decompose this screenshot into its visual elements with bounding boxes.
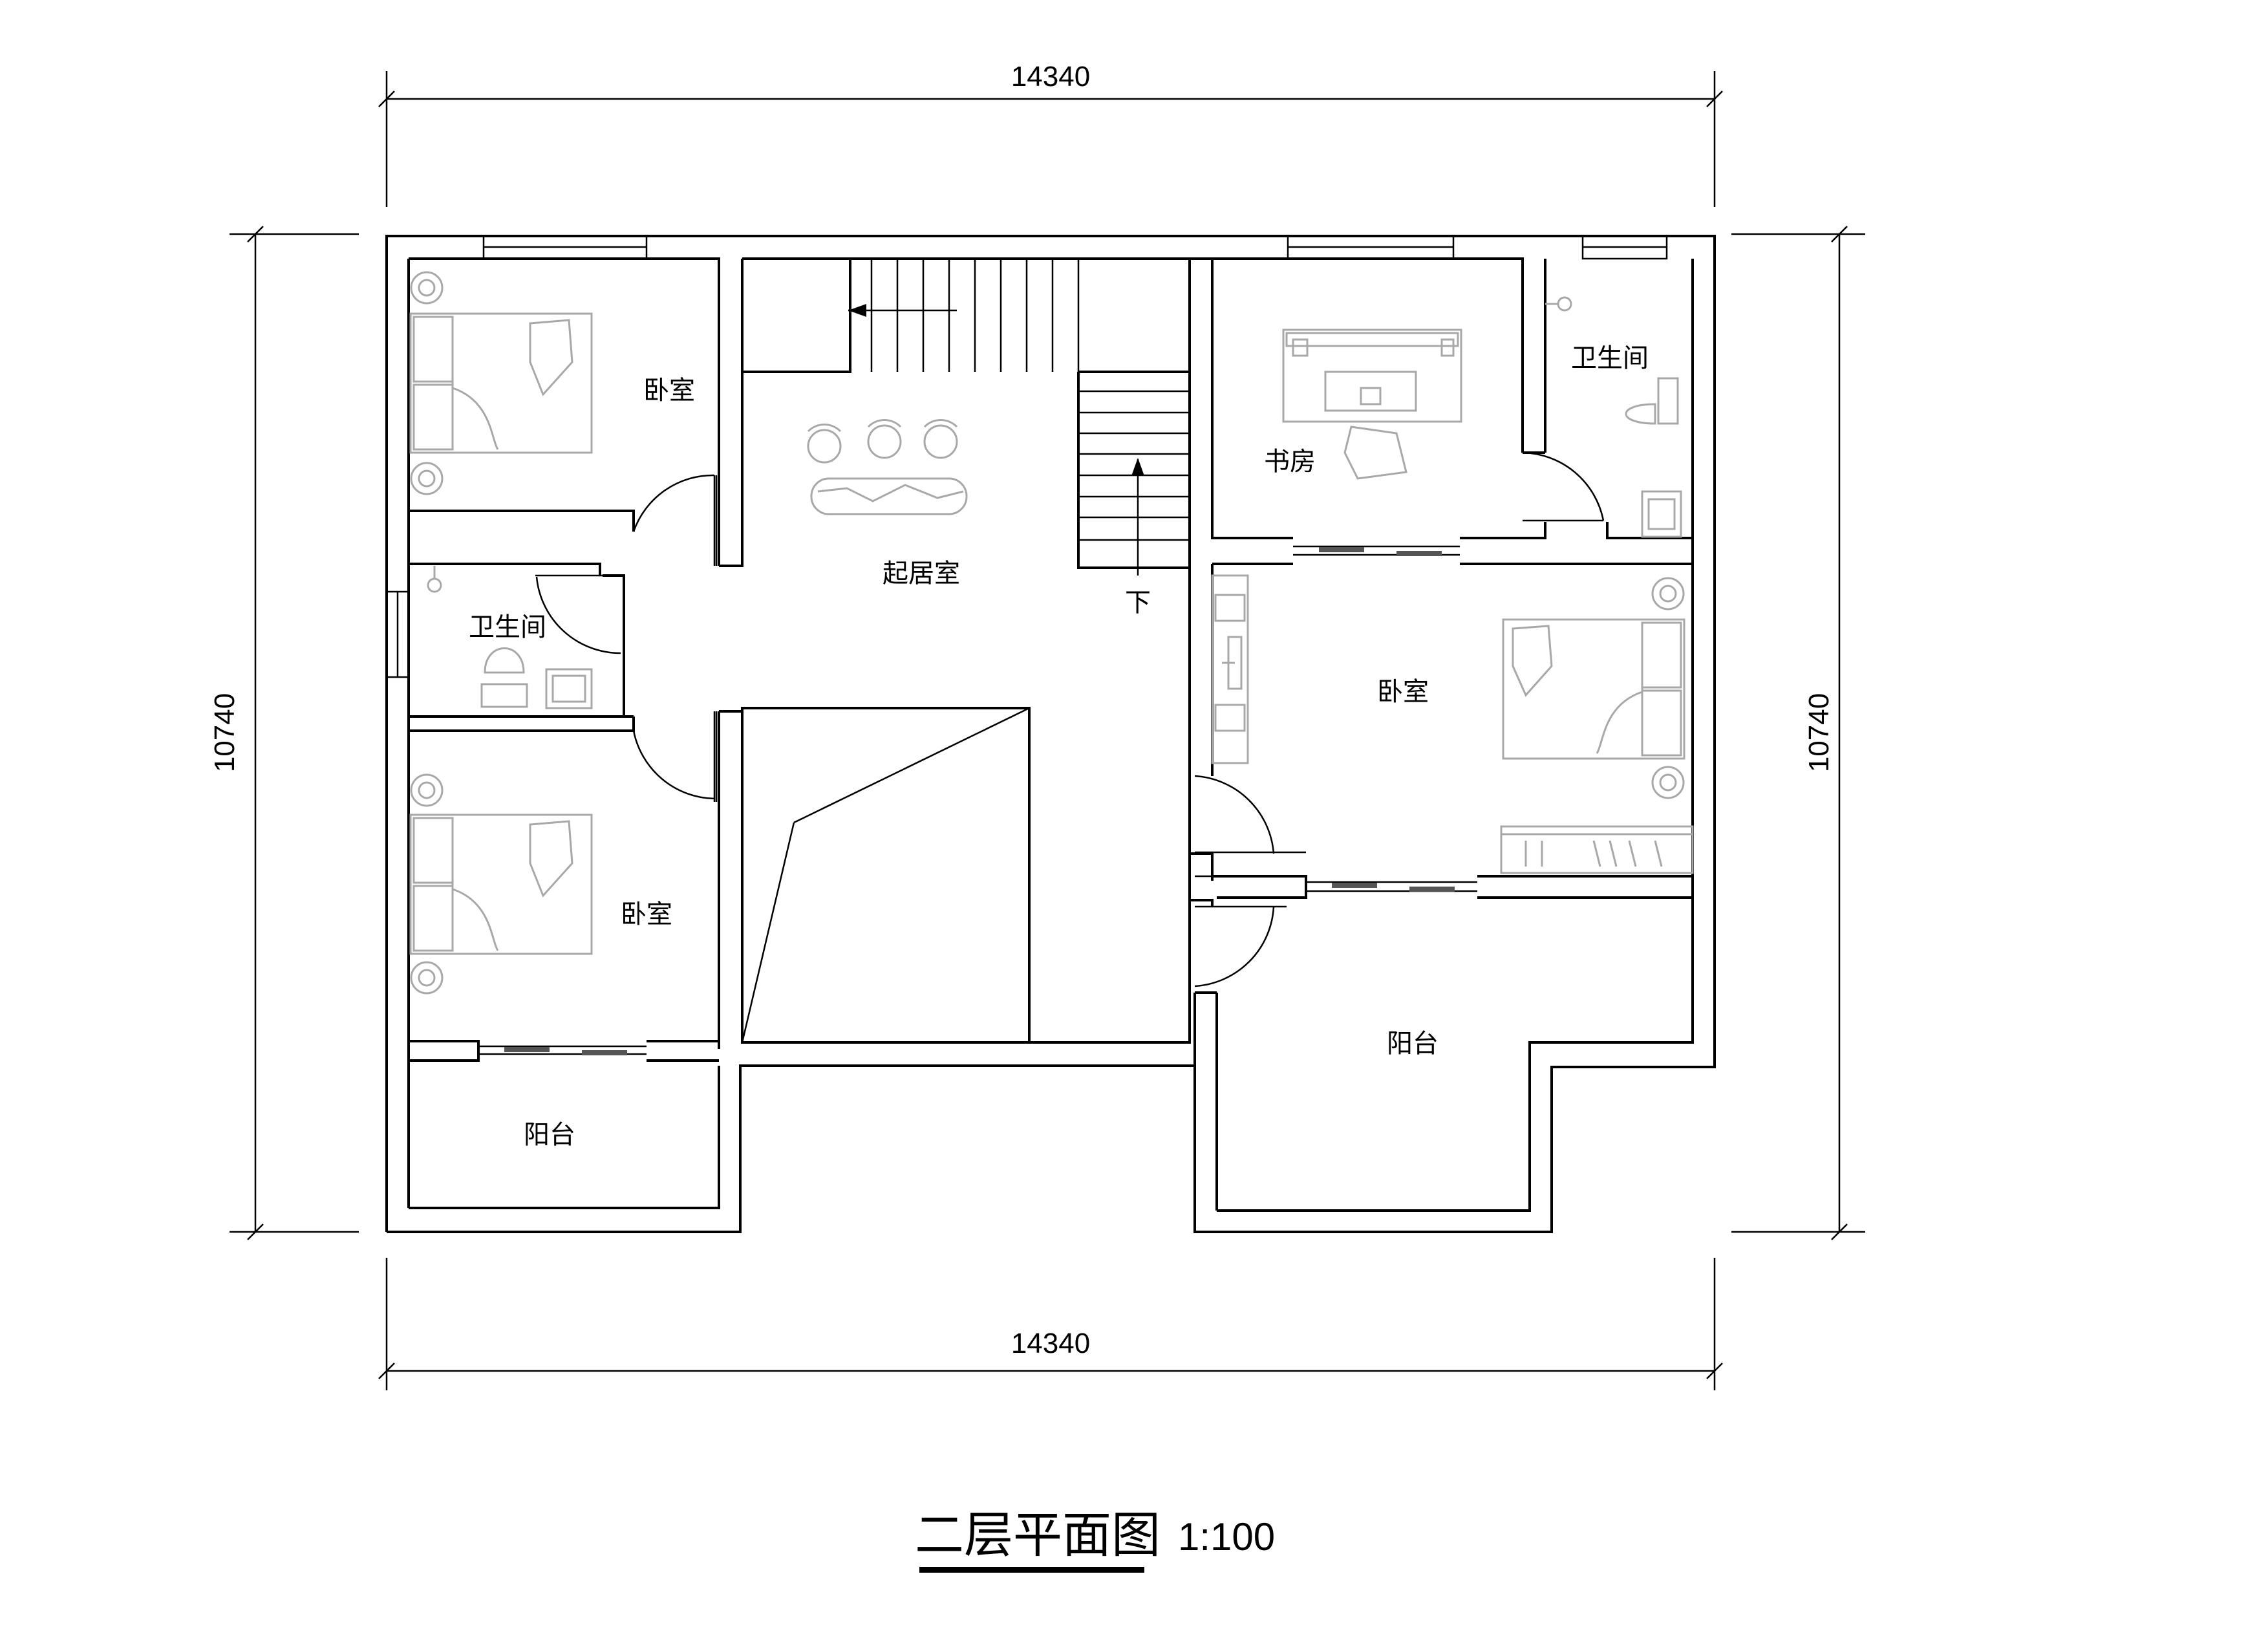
exterior-walls: [385, 235, 1716, 1233]
room-label-balcony-left: 阳台: [524, 1120, 575, 1150]
dimension-right: 10740: [1731, 226, 1865, 1240]
dim-bottom-label: 14340: [1011, 1328, 1090, 1359]
room-labels: 卧室 卫生间 卧室 阳台 起居室 书房 卫生间 卧室 阳台: [469, 343, 1649, 1150]
desk-icon: [1282, 329, 1462, 480]
dimension-left: 10740: [209, 226, 359, 1240]
dimension-top: 14340: [378, 61, 1723, 207]
room-label-bedroom-bottom-left: 卧室: [621, 900, 672, 929]
dimension-bottom: 14340: [378, 1258, 1723, 1390]
sofa-icon: [807, 418, 968, 515]
interior-walls: [409, 257, 1693, 1211]
room-label-bedroom-top-left: 卧室: [643, 376, 695, 405]
staircase: 下: [848, 259, 1190, 618]
drawing-title-block: 二层平面图 1:100: [915, 1506, 1275, 1573]
drawing-scale: 1:100: [1178, 1515, 1275, 1558]
bed-icon: [1502, 577, 1685, 799]
room-label-bedroom-right: 卧室: [1377, 677, 1429, 707]
void-opening: [741, 707, 1030, 1043]
room-label-study: 书房: [1264, 447, 1316, 477]
sink-icon: [1641, 490, 1682, 538]
bed-icon: [409, 773, 593, 995]
doors: [478, 451, 1605, 1055]
toilet-icon: [1545, 296, 1679, 425]
dim-top-label: 14340: [1011, 61, 1090, 92]
dim-right-label: 10740: [1803, 693, 1835, 772]
stair-down-label: 下: [1125, 588, 1151, 618]
wardrobe-icon: [1500, 825, 1694, 874]
room-label-balcony-right: 阳台: [1387, 1029, 1439, 1059]
tv-cabinet-icon: [1211, 574, 1249, 764]
bed-icon: [409, 271, 593, 495]
sink-icon: [545, 668, 593, 709]
room-label-bathroom-right: 卫生间: [1571, 343, 1649, 373]
room-label-bathroom-left: 卫生间: [469, 612, 546, 642]
toilet-icon: [427, 566, 528, 708]
drawing-title: 二层平面图: [915, 1506, 1161, 1564]
dim-left-label: 10740: [209, 693, 241, 772]
room-label-living-room: 起居室: [883, 559, 960, 588]
